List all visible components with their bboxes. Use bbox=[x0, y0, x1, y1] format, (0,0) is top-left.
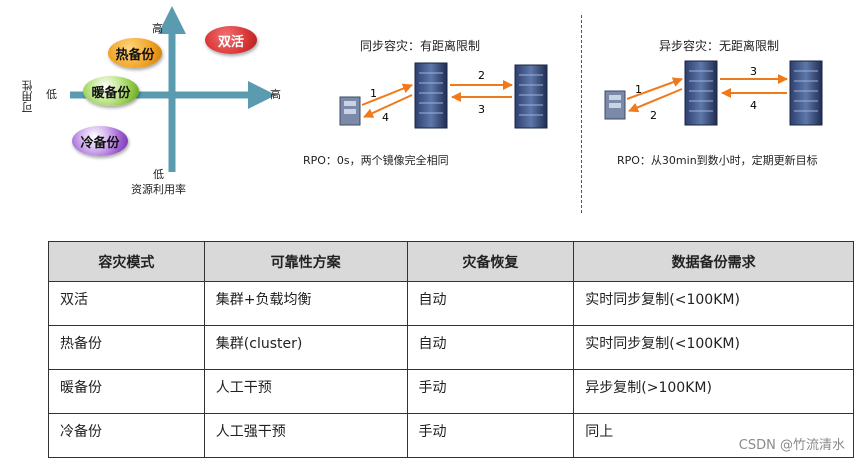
sync-rpo: RPO：0s，两个镜像完全相同 bbox=[303, 154, 449, 167]
async-client-icon bbox=[604, 90, 626, 120]
async-arrow-1: 1 bbox=[635, 83, 642, 96]
table-header-row: 容灾模式 可靠性方案 灾备恢复 数据备份需求 bbox=[48, 241, 854, 282]
header-backup: 数据备份需求 bbox=[573, 241, 854, 282]
cell-recovery: 自动 bbox=[406, 325, 575, 370]
sync-diagram: 1 4 2 3 bbox=[339, 62, 548, 129]
cell-reliability: 集群(cluster) bbox=[203, 325, 408, 370]
y-low-label: 低 bbox=[153, 168, 164, 181]
y-axis-label: 可用性 bbox=[21, 80, 34, 113]
cell-mode: 暖备份 bbox=[48, 369, 205, 414]
bubble-lengbeifen: 冷备份 bbox=[72, 126, 128, 156]
sync-arrow-2: 2 bbox=[478, 69, 485, 82]
table-row: 热备份 集群(cluster) 自动 实时同步复制(<100KM) bbox=[48, 325, 854, 370]
header-reliability: 可靠性方案 bbox=[203, 241, 408, 282]
cell-mode: 双活 bbox=[48, 281, 205, 326]
cell-reliability: 人工干预 bbox=[203, 369, 408, 414]
x-axis-label: 资源利用率 bbox=[131, 183, 186, 196]
cell-backup: 实时同步复制(<100KM) bbox=[573, 325, 854, 370]
x-low-label: 低 bbox=[46, 88, 57, 101]
sync-server-remote-icon bbox=[514, 64, 548, 129]
cell-reliability: 集群+负载均衡 bbox=[203, 281, 408, 326]
bubble-shuanghuo: 双活 bbox=[205, 26, 257, 54]
cell-recovery: 自动 bbox=[406, 281, 575, 326]
cell-recovery: 手动 bbox=[406, 413, 575, 458]
table-row: 双活 集群+负载均衡 自动 实时同步复制(<100KM) bbox=[48, 281, 854, 326]
async-server-primary-icon bbox=[684, 60, 718, 126]
x-high-label: 高 bbox=[270, 88, 281, 101]
watermark: CSDN @竹流清水 bbox=[738, 438, 845, 453]
sync-client-icon bbox=[339, 96, 361, 126]
sync-arrow-3: 3 bbox=[478, 103, 485, 116]
table-row: 暖备份 人工干预 手动 异步复制(>100KM) bbox=[48, 369, 854, 414]
async-arrow-3: 3 bbox=[750, 65, 757, 78]
header-recovery: 灾备恢复 bbox=[406, 241, 575, 282]
cell-backup: 异步复制(>100KM) bbox=[573, 369, 854, 414]
async-server-remote-icon bbox=[789, 60, 823, 126]
async-diagram: 1 2 3 4 bbox=[604, 60, 823, 126]
sync-arrow-4: 4 bbox=[382, 111, 389, 124]
sync-title: 同步容灾：有距离限制 bbox=[360, 39, 481, 53]
cell-backup: 实时同步复制(<100KM) bbox=[573, 281, 854, 326]
bubble-nuanbeifen: 暖备份 bbox=[83, 76, 139, 106]
cell-mode: 冷备份 bbox=[48, 413, 205, 458]
async-rpo: RPO：从30min到数小时，定期更新目标 bbox=[617, 154, 818, 167]
disaster-recovery-table: 容灾模式 可靠性方案 灾备恢复 数据备份需求 双活 集群+负载均衡 自动 实时同… bbox=[48, 241, 854, 458]
cell-backup: 同上 bbox=[573, 413, 854, 458]
header-mode: 容灾模式 bbox=[48, 241, 205, 282]
cell-mode: 热备份 bbox=[48, 325, 205, 370]
cell-recovery: 手动 bbox=[406, 369, 575, 414]
divider bbox=[581, 15, 582, 213]
y-high-label: 高 bbox=[152, 22, 163, 35]
async-arrow-2: 2 bbox=[650, 109, 657, 122]
cell-reliability: 人工强干预 bbox=[203, 413, 408, 458]
bubble-rebeifen: 热备份 bbox=[108, 38, 162, 68]
quadrant-axes bbox=[70, 5, 276, 172]
sync-arrow-1: 1 bbox=[370, 87, 377, 100]
sync-server-primary-icon bbox=[414, 62, 448, 129]
table-row: 冷备份 人工强干预 手动 同上 bbox=[48, 413, 854, 458]
async-arrow-4: 4 bbox=[750, 99, 757, 112]
async-title: 异步容灾：无距离限制 bbox=[659, 39, 780, 53]
